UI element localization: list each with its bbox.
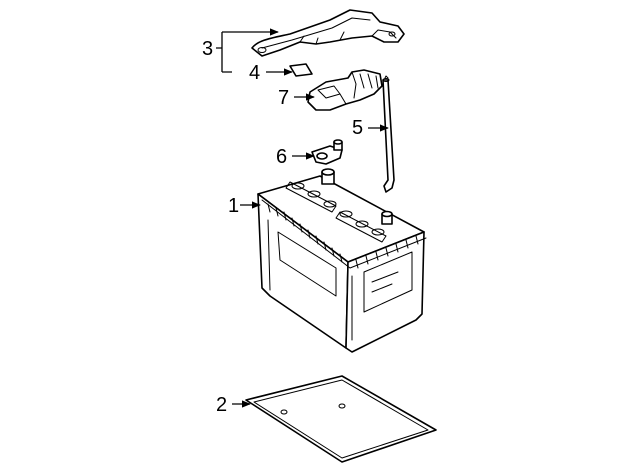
terminal-clamp: [311, 139, 343, 165]
hold-down-clamp: [251, 9, 405, 57]
hold-down-rod: [382, 75, 395, 193]
callout-7-label: 7: [278, 87, 289, 109]
callout-4-label: 4: [249, 62, 260, 84]
callout-6: 6: [276, 146, 315, 168]
spacer-plate: [289, 63, 313, 77]
callout-7: 7: [278, 87, 315, 109]
terminal-cover: [307, 69, 383, 111]
callout-2: 2: [216, 394, 251, 416]
callout-5: 5: [352, 117, 389, 139]
callout-3-label: 3: [202, 38, 213, 60]
callout-4: 4: [249, 62, 293, 84]
callout-1-label: 1: [228, 195, 239, 217]
callout-6-label: 6: [276, 146, 287, 168]
callout-2-label: 2: [216, 394, 227, 416]
battery-tray: [245, 375, 437, 463]
callout-3: 3: [202, 28, 279, 73]
callout-1: 1: [228, 195, 261, 217]
callout-5-label: 5: [352, 117, 363, 139]
battery: [257, 168, 427, 353]
